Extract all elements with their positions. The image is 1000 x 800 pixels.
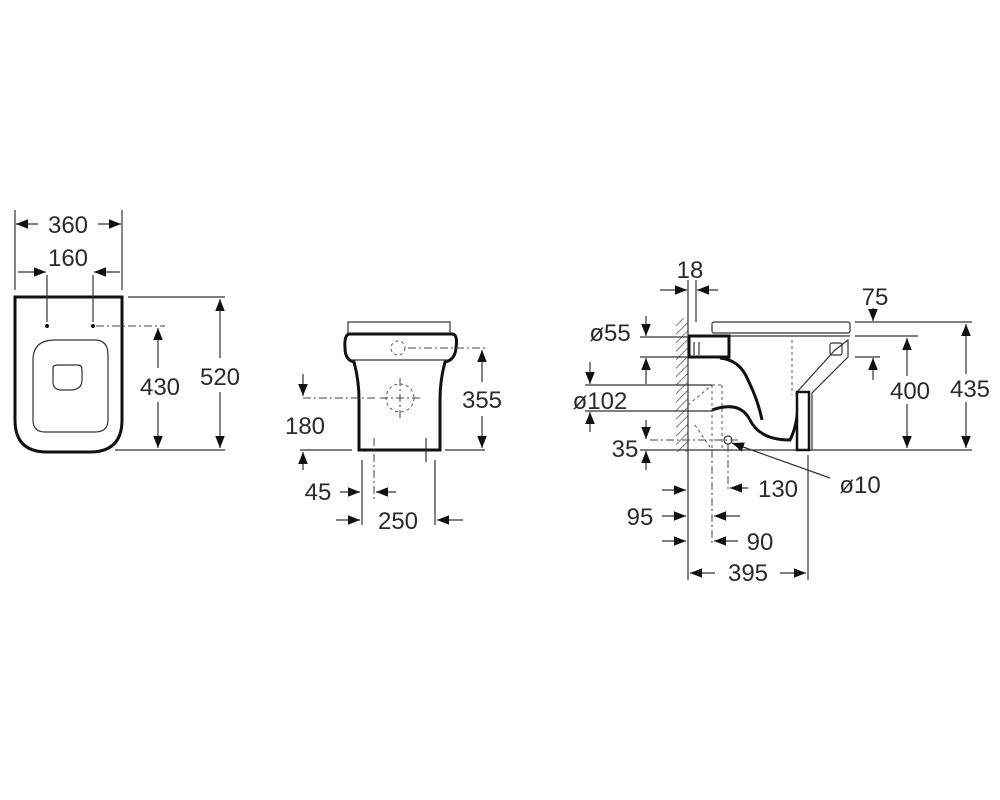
dim-outlet-height: 180 (285, 413, 325, 440)
dim-depth-overall: 520 (200, 364, 240, 391)
trap-outline (711, 356, 800, 442)
seat-outline (32, 339, 109, 433)
inlet-connector (687, 334, 731, 359)
dim-inlet-diameter: ø55 (589, 320, 630, 347)
top-view: 360 160 430 520 (13, 210, 240, 454)
dim-fixing-height: 35 (612, 436, 639, 463)
seat-lid (347, 321, 451, 335)
dim-base-width: 250 (378, 508, 418, 535)
front-view: 355 180 45 250 (285, 321, 502, 535)
inlet-position (390, 340, 406, 356)
dim-rim-height: 400 (890, 378, 930, 405)
dim-wall-gap: 18 (677, 257, 704, 284)
bowl-outline (13, 295, 124, 454)
dim-fixing-spacing: 160 (48, 245, 88, 272)
dim-outlet-wall-offset: 95 (627, 504, 654, 531)
fixing-hole (91, 324, 95, 328)
dim-fixing-depth: 430 (140, 374, 180, 401)
dim-fixing-offset: 130 (758, 476, 798, 503)
dim-seat-height: 435 (950, 376, 990, 403)
dim-overall-projection: 395 (728, 560, 768, 587)
side-view: 18 75 ø55 ø102 35 400 435 130 ø10 (573, 257, 990, 587)
bowl-body (343, 332, 458, 452)
dim-inlet-height: 355 (462, 387, 502, 414)
dim-seat-thickness: 75 (862, 284, 889, 311)
dim-fixing-diameter: ø10 (839, 472, 880, 499)
seat-lid (711, 321, 851, 334)
front-foot (795, 390, 811, 452)
dim-outlet-offset: 90 (747, 529, 774, 556)
dim-width-overall: 360 (48, 212, 88, 239)
seat-opening (52, 364, 83, 391)
dim-foot-offset: 45 (305, 479, 332, 506)
dim-outlet-diameter: ø102 (573, 388, 628, 415)
fixing-hole (45, 324, 49, 328)
